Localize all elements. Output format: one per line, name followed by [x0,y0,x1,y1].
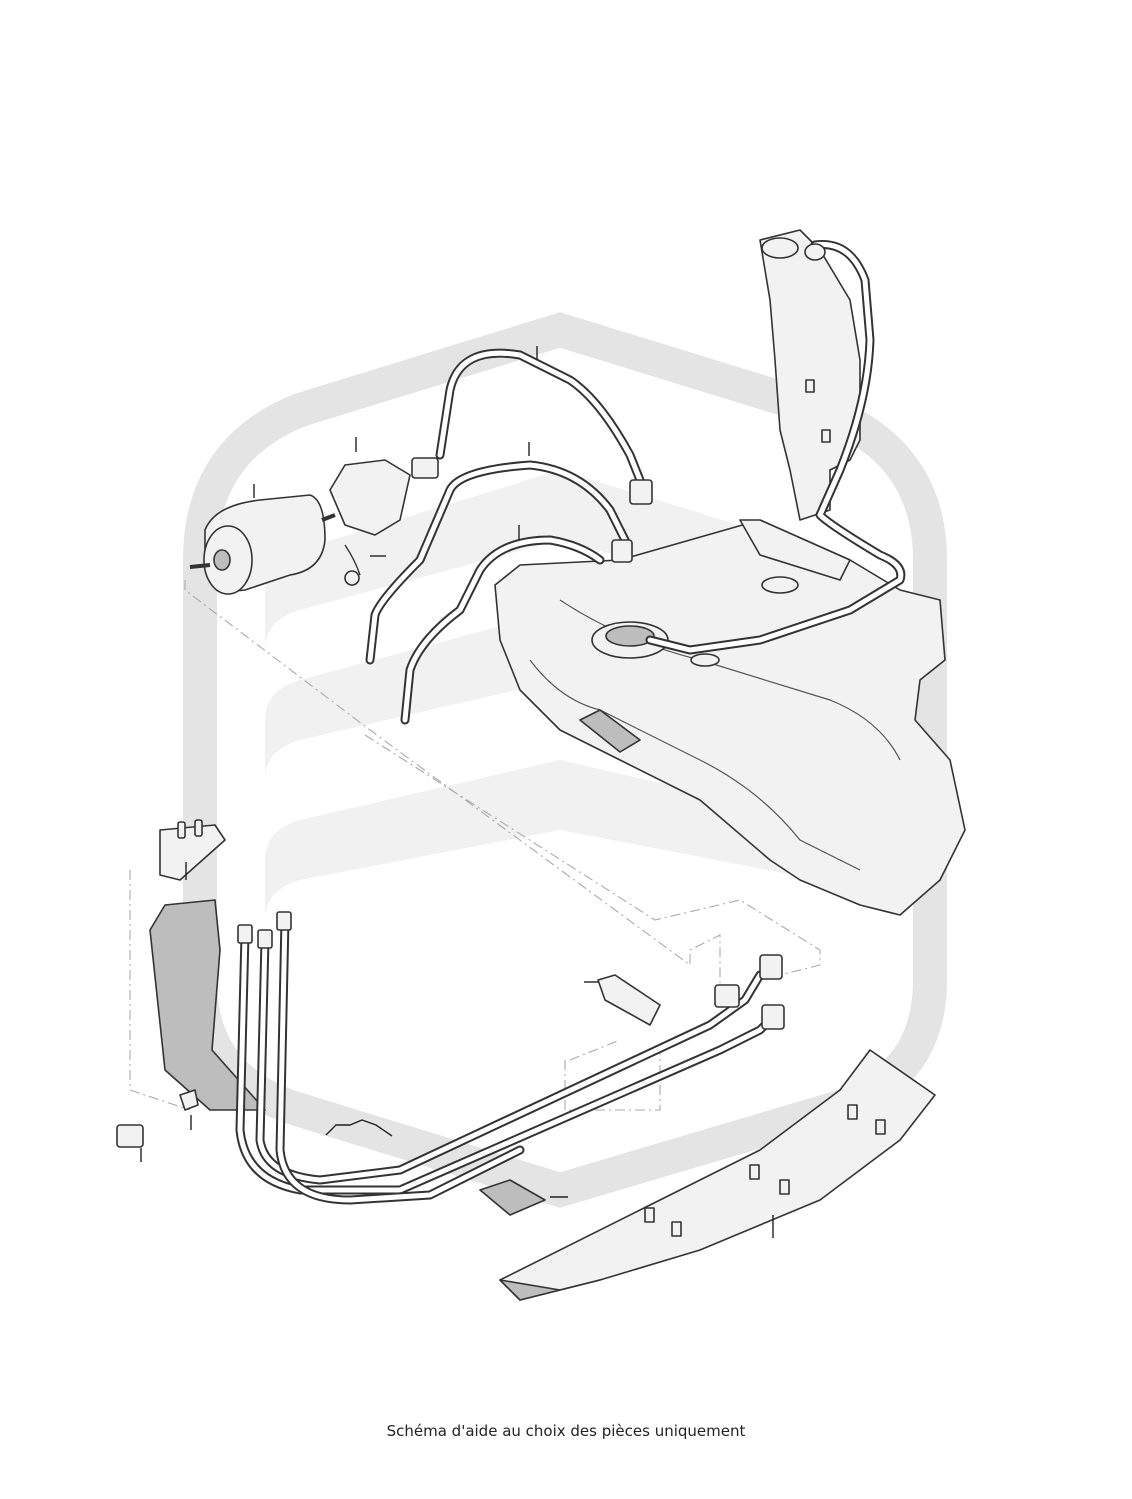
filter-bracket-icon [329,459,411,586]
fuel-tank-icon [494,519,966,916]
foam-pad-icon [479,1179,546,1216]
fuel-filter-icon [189,494,336,595]
line-cover-icon [149,819,266,1111]
underbody-guard-icon [499,1049,936,1301]
vent-line [645,239,906,655]
diagram-caption: Schéma d'aide au choix des pièces unique… [386,1422,746,1440]
filler-neck-icon [759,229,861,521]
lower-fuel-lines [235,911,785,1205]
leader-lines [140,346,774,1238]
line-clip-icon [116,974,661,1148]
fuel-line-icon [365,348,653,725]
